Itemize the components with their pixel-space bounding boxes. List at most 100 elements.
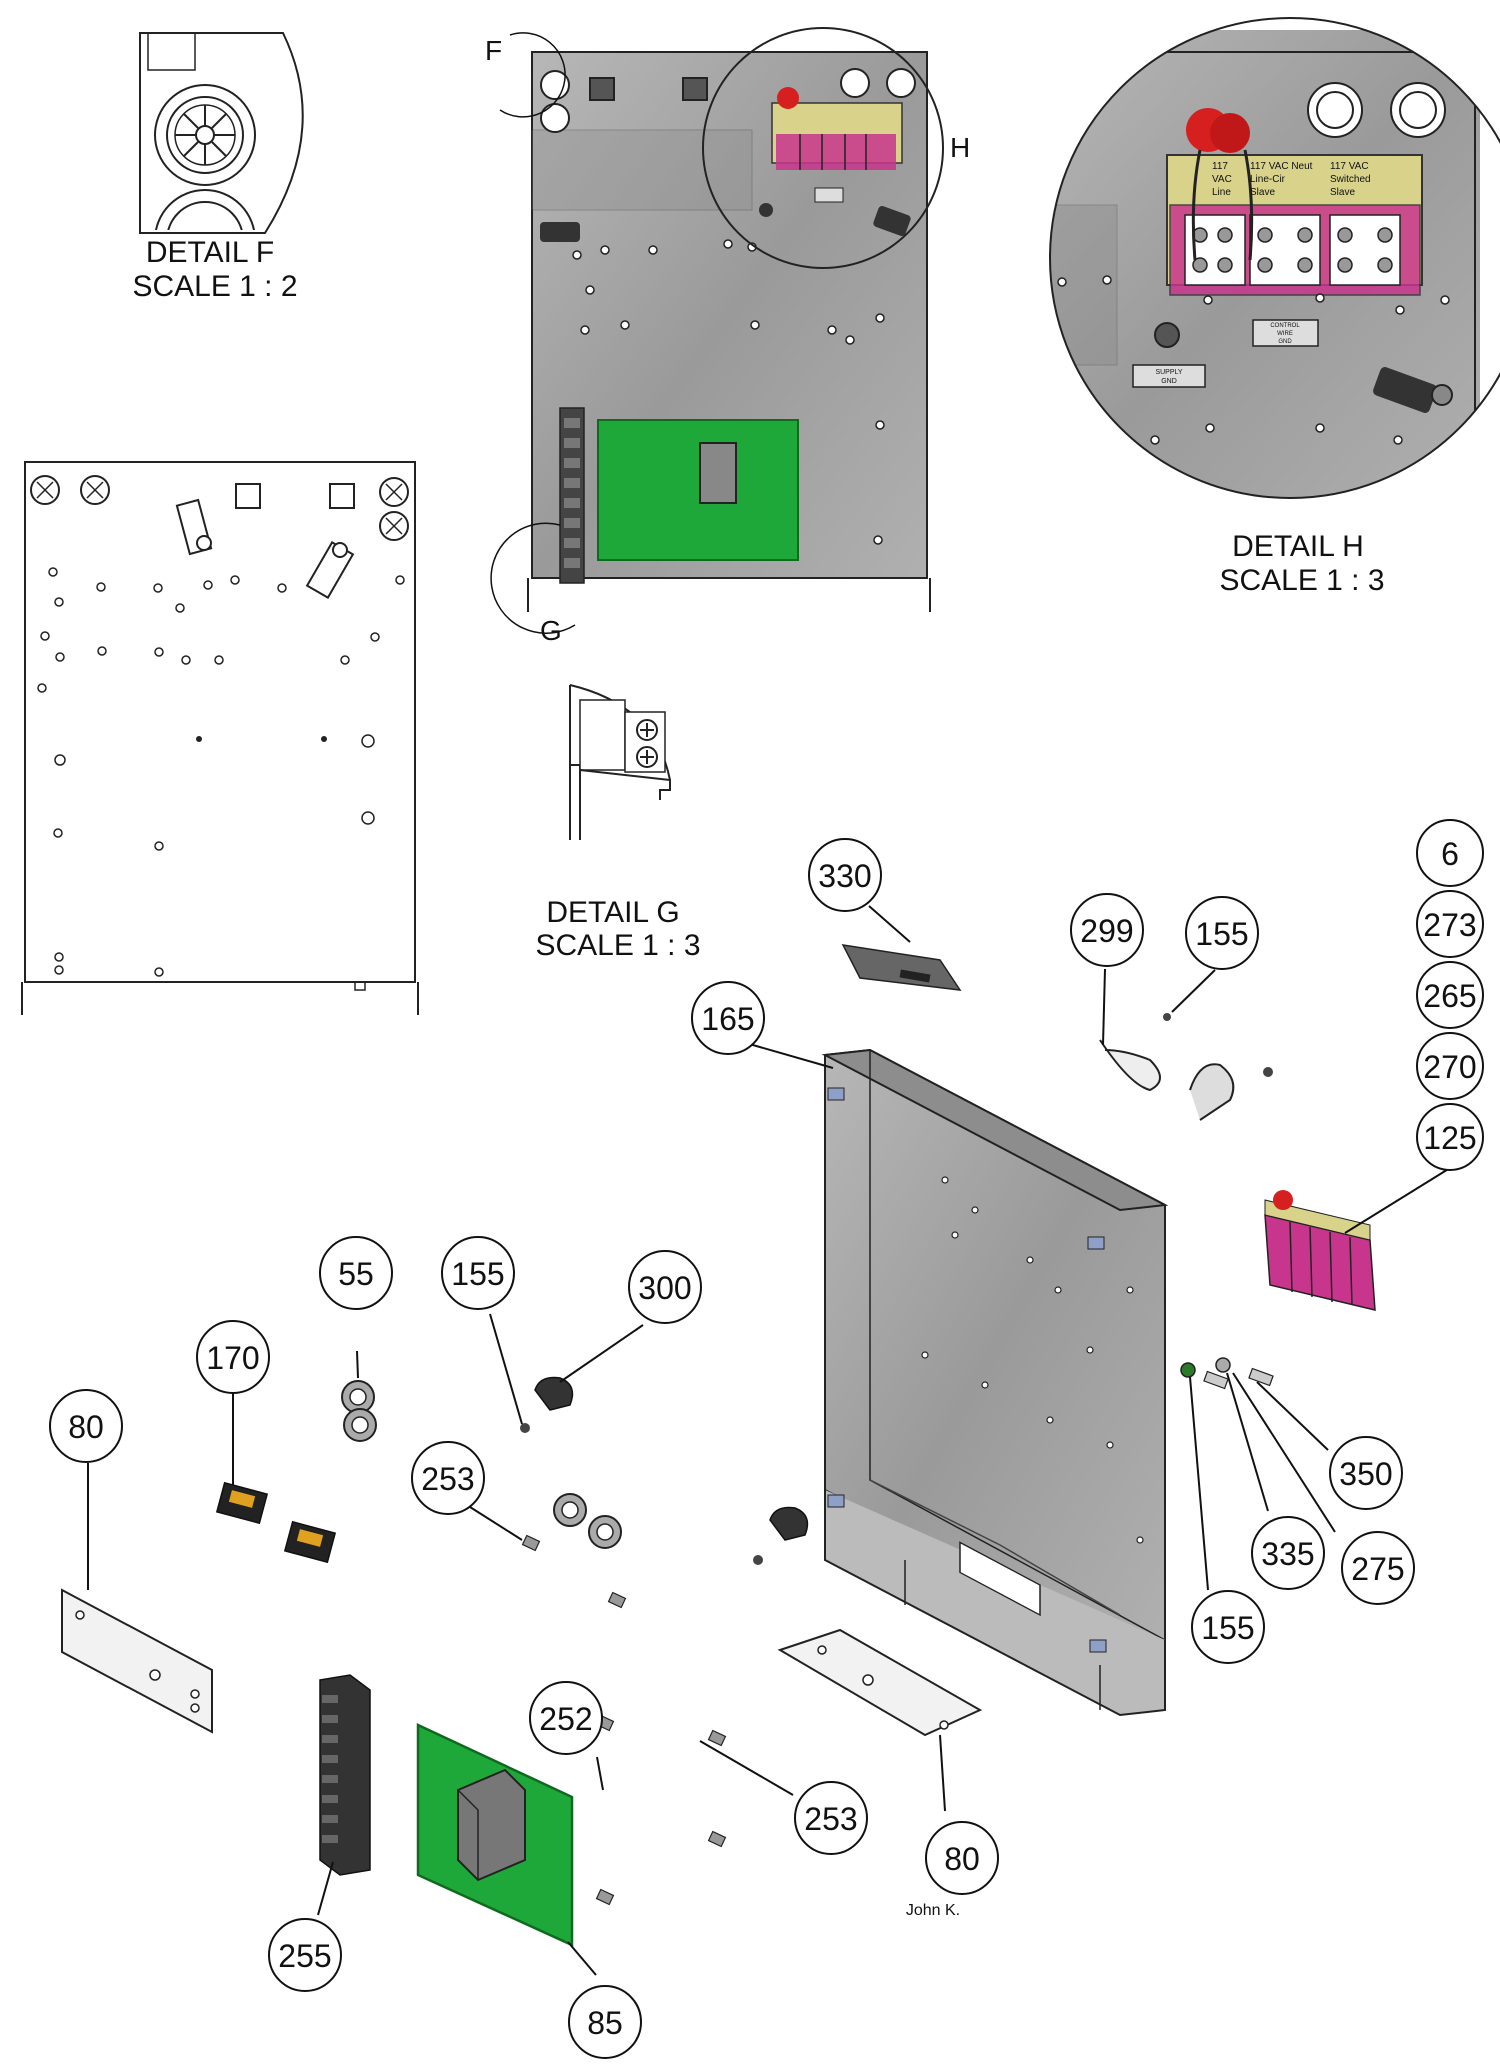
balloon-155-top: 155	[1185, 896, 1259, 970]
balloon-270: 270	[1416, 1032, 1484, 1100]
svg-text:165: 165	[701, 1001, 754, 1037]
balloon-330: 330	[808, 838, 882, 912]
detail-g-callout-circle	[490, 522, 576, 634]
balloon-253-bottom: 253	[794, 1781, 868, 1855]
svg-text:299: 299	[1080, 913, 1133, 949]
balloon-80-left: 80	[49, 1389, 123, 1463]
detail-f-title: DETAIL F	[146, 236, 274, 269]
svg-text:275: 275	[1351, 1551, 1404, 1587]
control-wire-tag-line1: CONTROL	[1270, 323, 1300, 329]
bushing-pair-center	[553, 1493, 622, 1549]
svg-text:253: 253	[804, 1801, 857, 1837]
svg-text:155: 155	[1201, 1610, 1254, 1646]
standoffs-252-253	[521, 1534, 727, 1906]
balloon-252: 252	[529, 1681, 603, 1755]
signature: John K.	[906, 1902, 960, 1919]
balloon-170: 170	[196, 1320, 270, 1394]
supply-gnd-tag-line1: SUPPLY	[1155, 369, 1182, 376]
term-label-col3-line2: Switched	[1330, 174, 1371, 185]
balloon-125: 125	[1416, 1103, 1484, 1171]
balloon-155-bottom: 155	[1191, 1590, 1265, 1664]
term-label-col3-line3: Slave	[1330, 187, 1355, 198]
terminal-block-125	[1264, 1190, 1376, 1311]
term-label-col3-line1: 117 VAC	[1330, 161, 1369, 172]
balloon-165: 165	[691, 981, 765, 1055]
balloon-265: 265	[1416, 961, 1484, 1029]
balloon-155-left: 155	[441, 1236, 515, 1310]
balloon-85: 85	[568, 1985, 642, 2059]
detail-g-view	[569, 684, 671, 840]
svg-text:350: 350	[1339, 1456, 1392, 1492]
nut-155-center	[753, 1555, 763, 1565]
label-part-330	[841, 944, 962, 991]
svg-text:330: 330	[818, 858, 871, 894]
detail-h-scale: SCALE 1 : 3	[1219, 564, 1384, 597]
bushing-55	[341, 1380, 377, 1442]
detail-g-scale: SCALE 1 : 3	[535, 929, 700, 962]
nut-155-left	[520, 1423, 530, 1433]
back-panel-flat-view	[21, 461, 419, 1015]
detail-g-title: DETAIL G	[546, 896, 679, 929]
nut-155-top	[1163, 1013, 1171, 1021]
view-marker-f: F	[485, 35, 502, 66]
svg-text:125: 125	[1423, 1120, 1476, 1156]
term-label-col1-line3: Line	[1212, 187, 1231, 198]
svg-text:265: 265	[1423, 978, 1476, 1014]
detail-f-scale: SCALE 1 : 2	[132, 270, 297, 303]
term-label-col1-line2: VAC	[1212, 174, 1232, 185]
terminal-strip-255	[319, 1674, 371, 1876]
svg-text:80: 80	[944, 1841, 980, 1877]
connector-170	[215, 1481, 337, 1564]
term-label-col2-line2: Line-Cir	[1250, 174, 1286, 185]
balloon-255: 255	[268, 1918, 342, 1992]
cable-clamp-299	[1099, 1039, 1235, 1121]
svg-text:253: 253	[421, 1461, 474, 1497]
cover-plate-80-left	[61, 1588, 213, 1734]
balloon-6: 6	[1416, 819, 1484, 887]
svg-text:255: 255	[278, 1938, 331, 1974]
enclosure-box-exploded	[821, 1048, 1169, 1717]
term-label-col1-line1: 117	[1212, 161, 1228, 172]
detail-f-view	[139, 32, 304, 234]
svg-text:80: 80	[68, 1409, 104, 1445]
svg-text:6: 6	[1441, 836, 1459, 872]
balloon-275: 275	[1341, 1531, 1415, 1605]
cover-plate-80-right	[777, 1628, 983, 1737]
svg-text:170: 170	[206, 1340, 259, 1376]
balloon-80-right: 80	[925, 1821, 999, 1895]
hardware-350-335-275	[1180, 1357, 1274, 1390]
svg-text:270: 270	[1423, 1049, 1476, 1085]
svg-text:273: 273	[1423, 907, 1476, 943]
detail-h-view	[1049, 17, 1500, 499]
svg-text:85: 85	[587, 2005, 623, 2041]
leader-lines	[87, 905, 1451, 1976]
balloon-350: 350	[1329, 1436, 1403, 1510]
nut-155-right	[1263, 1067, 1273, 1077]
balloon-253-left: 253	[411, 1441, 485, 1515]
control-wire-tag-line3: GND	[1278, 339, 1292, 345]
term-label-col2-line3: Slave	[1250, 187, 1275, 198]
svg-text:335: 335	[1261, 1536, 1314, 1572]
svg-text:300: 300	[638, 1270, 691, 1306]
balloon-335: 335	[1251, 1516, 1325, 1590]
balloon-300: 300	[628, 1250, 702, 1324]
detail-f-callout-circle	[499, 32, 566, 118]
balloon-273: 273	[1416, 890, 1484, 958]
enclosure-front-view	[527, 51, 931, 612]
svg-text:155: 155	[451, 1256, 504, 1292]
svg-text:155: 155	[1195, 916, 1248, 952]
detail-h-title: DETAIL H	[1232, 530, 1364, 563]
balloon-299: 299	[1070, 893, 1144, 967]
view-marker-g: G	[540, 615, 562, 646]
view-marker-h: H	[950, 132, 970, 163]
cable-clamp-300	[534, 1376, 809, 1541]
detail-h-callout-circle	[702, 27, 944, 269]
supply-gnd-tag-line2: GND	[1161, 378, 1177, 385]
term-label-col2-line1: 117 VAC Neut	[1250, 161, 1313, 172]
balloon-55: 55	[319, 1236, 393, 1310]
svg-text:252: 252	[539, 1701, 592, 1737]
pcb-85	[416, 1723, 574, 1947]
svg-text:55: 55	[338, 1256, 374, 1292]
control-wire-tag-line2: WIRE	[1277, 331, 1293, 337]
